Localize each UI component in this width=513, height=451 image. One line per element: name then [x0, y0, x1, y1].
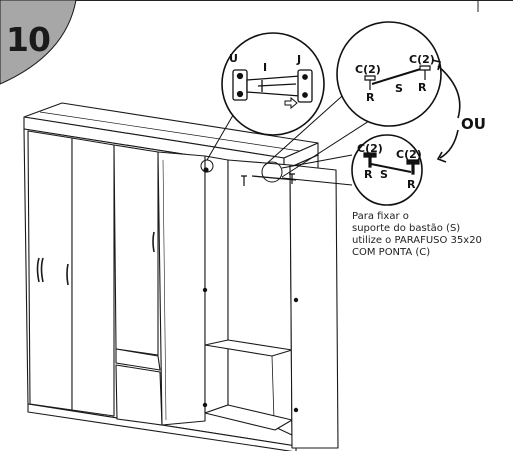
- step-badge-shape: [0, 0, 77, 85]
- alternative-arrow: [431, 59, 461, 163]
- option-a-c-right: C(2): [409, 53, 435, 66]
- option-b-r-left: R: [364, 168, 373, 181]
- option-a-s: S: [395, 82, 403, 95]
- wardrobe: [23, 102, 339, 451]
- hinge-label-u: U: [229, 52, 238, 65]
- option-a-c-left: C(2): [355, 63, 381, 76]
- instruction-line-1: Para fixar o: [352, 211, 409, 222]
- hinge-callout: U I J: [221, 32, 325, 136]
- door-hinges: [202, 167, 299, 413]
- option-b-c-right: C(2): [396, 148, 422, 161]
- option-b-s: S: [380, 168, 388, 181]
- option-b-r-right: R: [407, 178, 416, 191]
- rail-callout-option-b: C(2) C(2) R S R: [351, 134, 423, 206]
- instruction-note: Para fixar o suporte do bastão (S) utili…: [352, 211, 512, 259]
- option-b-c-left: C(2): [357, 142, 383, 155]
- option-a-r-right: R: [418, 81, 427, 94]
- hinge-label-i: I: [263, 61, 267, 74]
- instruction-line-4: COM PONTA (C): [352, 247, 431, 258]
- option-a-r-left: R: [366, 91, 375, 104]
- instruction-line-3: utilize o PARAFUSO 35x20: [352, 235, 482, 246]
- alternative-label: OU: [461, 115, 486, 133]
- step-number: 10: [6, 20, 51, 59]
- hinge-label-j: J: [296, 53, 301, 66]
- instruction-line-2: suporte do bastão (S): [352, 223, 461, 234]
- rail-target-marker: [261, 161, 283, 183]
- rail-callout-option-a: C(2) C(2) R S R: [336, 21, 442, 127]
